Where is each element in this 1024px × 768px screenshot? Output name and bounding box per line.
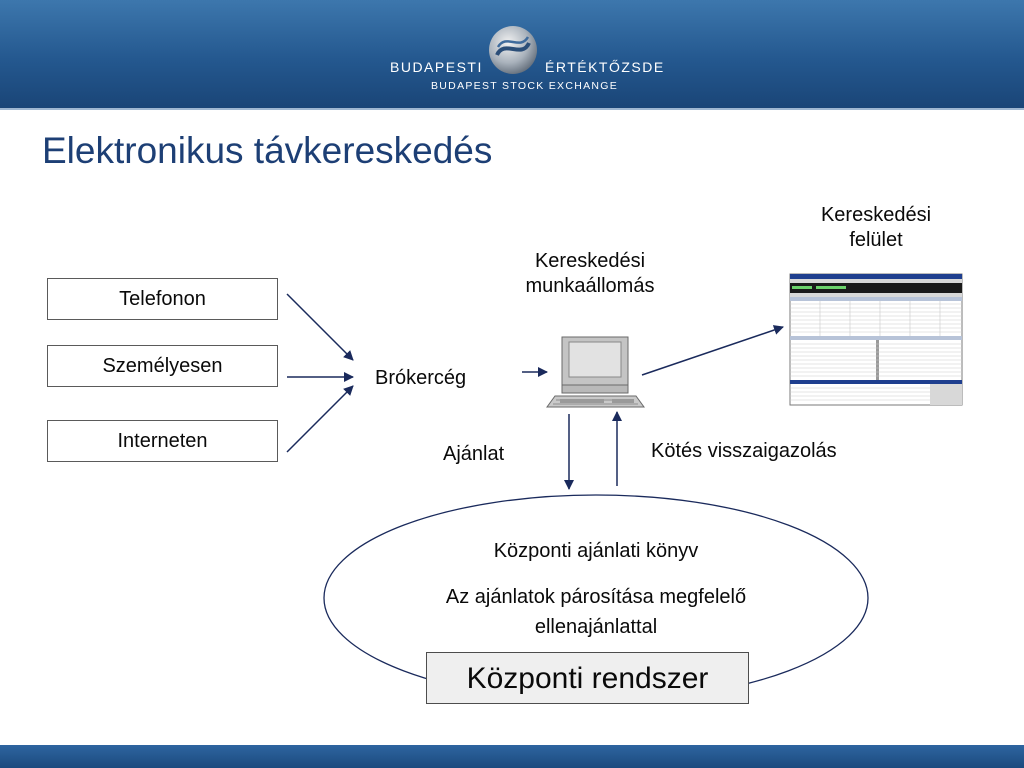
logo-subtitle: BUDAPEST STOCK EXCHANGE (431, 80, 619, 92)
workstation-label: Kereskedési munkaállomás (490, 250, 690, 298)
trading-interface-screenshot (789, 273, 963, 406)
arrow-phone-to-broker (286, 293, 354, 361)
logo-text-right: ÉRTÉKTŐZSDE (545, 59, 665, 75)
confirmation-label: Kötés visszaigazolás (651, 440, 837, 462)
broker-label: Brókercég (375, 367, 467, 389)
workstation-label-line2: munkaállomás (525, 275, 655, 297)
channel-box-internet: Interneten (47, 420, 278, 462)
interface-label-line2: felület (849, 229, 903, 251)
central-system-box: Központi rendszer (426, 652, 749, 704)
footer-band (0, 745, 1024, 768)
header-divider (0, 108, 1024, 110)
interface-label: Kereskedési felület (776, 204, 976, 252)
order-book-line2: Az ajánlatok párosítása megfelelő (445, 586, 747, 608)
order-book-title: Központi ajánlati könyv (493, 540, 699, 562)
order-label: Ajánlat (443, 443, 505, 465)
logo-text-left: BUDAPESTI (390, 59, 483, 75)
header-band: BUDAPESTI ÉRTÉKTŐZSDE BUDAPEST STOCK EXC… (0, 0, 1024, 108)
order-book-line3: ellenajánlattal (534, 616, 658, 638)
computer-workstation-icon (546, 336, 645, 408)
slide-title: Elektronikus távkereskedés (42, 130, 493, 171)
channel-box-phone: Telefonon (47, 278, 278, 320)
channel-box-in-person: Személyesen (47, 345, 278, 387)
arrow-workstation-to-interface (641, 325, 784, 376)
arrow-internet-to-broker (286, 385, 354, 453)
interface-label-line1: Kereskedési (820, 204, 932, 226)
workstation-label-line1: Kereskedési (534, 250, 646, 272)
logo-emblem-icon (489, 26, 537, 74)
